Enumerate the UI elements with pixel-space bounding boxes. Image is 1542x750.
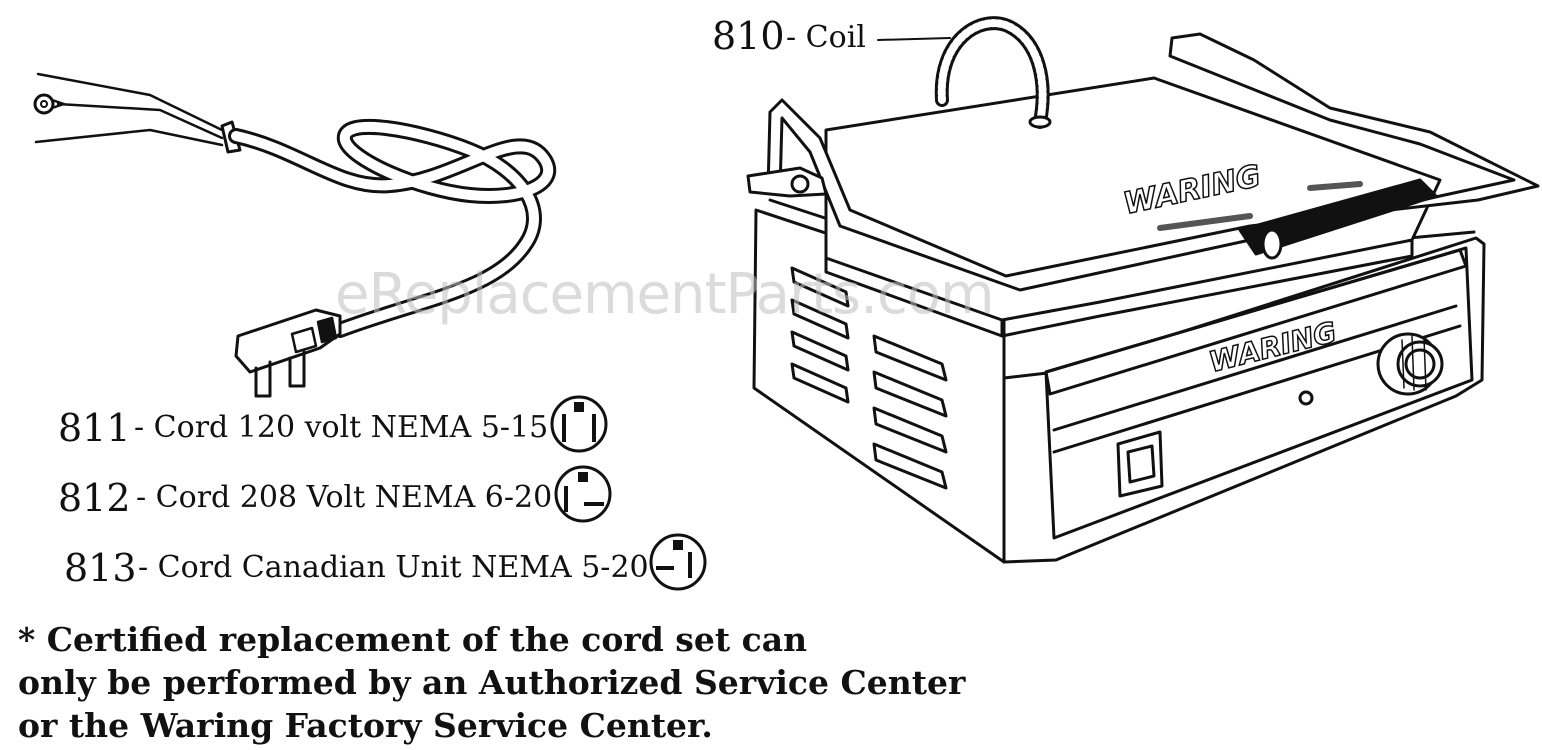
watermark: eReplacementParts.com bbox=[335, 262, 995, 327]
service-note: * Certified replacement of the cord set … bbox=[18, 618, 965, 747]
cord-set-illustration bbox=[33, 72, 557, 398]
service-note-line-1: * Certified replacement of the cord set … bbox=[18, 620, 808, 659]
cord-812-label: - Cord 208 Volt NEMA 6-20 bbox=[136, 480, 553, 515]
cord-812-number: 812 bbox=[58, 476, 131, 520]
service-note-line-2: only be performed by an Authorized Servi… bbox=[18, 663, 966, 702]
nema-6-20-icon bbox=[554, 465, 612, 523]
nema-5-15-icon bbox=[550, 395, 608, 453]
cord-811-label: - Cord 120 volt NEMA 5-15 bbox=[134, 410, 549, 445]
coil-part-label: - Coil bbox=[786, 20, 866, 55]
nema-5-20-icon bbox=[649, 533, 707, 591]
service-note-line-3: or the Waring Factory Service Center. bbox=[18, 706, 713, 745]
cord-811-number: 811 bbox=[58, 406, 131, 450]
coil-part-number: 810 bbox=[712, 14, 785, 58]
grill-illustration bbox=[746, 16, 1540, 564]
cord-813-number: 813 bbox=[64, 546, 137, 590]
cord-813-label: - Cord Canadian Unit NEMA 5-20 bbox=[138, 550, 649, 585]
